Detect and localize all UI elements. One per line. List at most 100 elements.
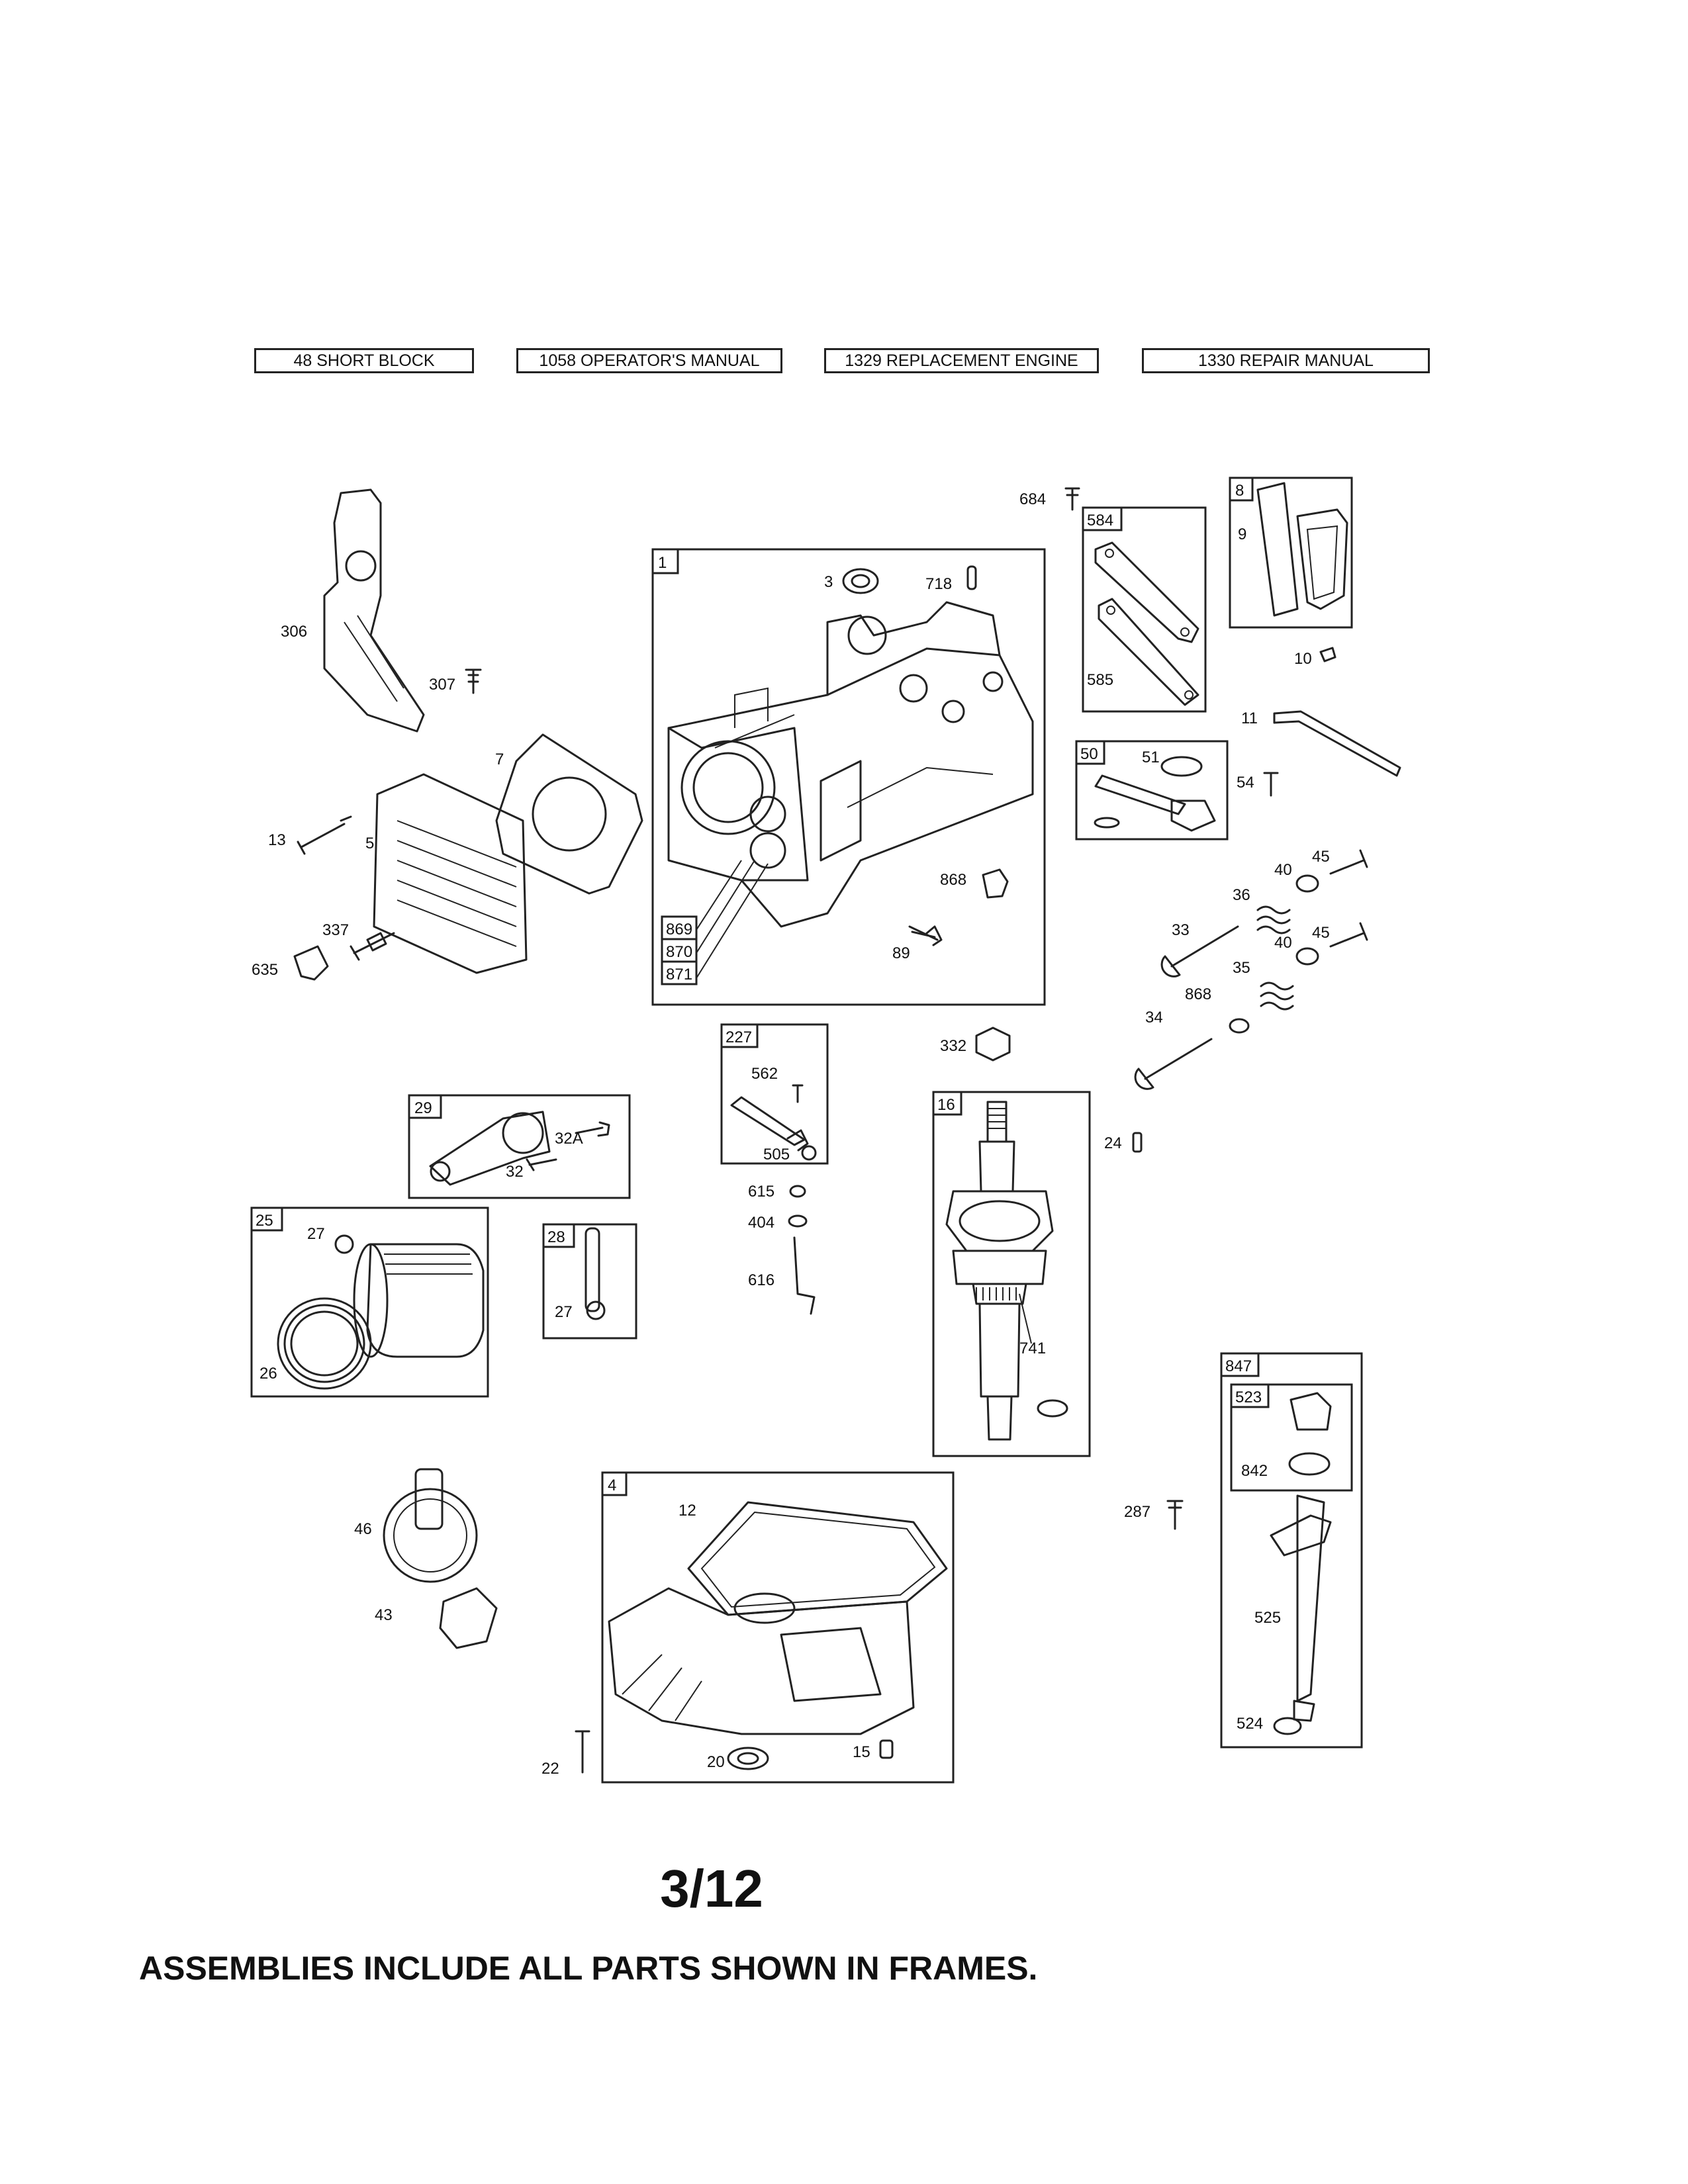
oil-seal-3 (842, 568, 879, 594)
label-54: 54 (1237, 774, 1254, 792)
governor-lever (730, 1096, 806, 1146)
label-35: 35 (1233, 959, 1250, 977)
screw-10 (1319, 647, 1336, 662)
breather-tube-11 (1273, 710, 1401, 777)
governor-43 (439, 1587, 498, 1649)
frame-29-connecting-rod: 29 (408, 1094, 631, 1199)
breather-gasket-9 (1256, 482, 1299, 617)
head-bolt-13 (297, 815, 352, 855)
label-3: 3 (824, 573, 833, 591)
label-45b: 45 (1312, 924, 1330, 942)
label-11: 11 (1241, 709, 1258, 727)
label-615: 615 (748, 1183, 774, 1201)
label-10: 10 (1294, 650, 1312, 668)
valve-seal-868 (1229, 1018, 1250, 1034)
frame-1-cylinder-assembly: 1 869 870 (651, 548, 1046, 1006)
gasket-585 (1098, 598, 1199, 706)
frame-tag-29: 29 (414, 1099, 432, 1117)
washer-16 (1037, 1399, 1068, 1418)
governor-shaft-616 (793, 1236, 816, 1315)
frame-tag-1: 1 (658, 554, 667, 572)
breather-tube (1094, 774, 1186, 815)
label-505: 505 (763, 1146, 790, 1163)
short-block-button[interactable]: 48 SHORT BLOCK (254, 348, 474, 373)
label-404: 404 (748, 1214, 774, 1232)
frame-tag-871: 871 (666, 966, 692, 983)
label-842: 842 (1241, 1462, 1268, 1480)
label-307: 307 (429, 676, 455, 694)
cylinder-block-drawing (667, 601, 1034, 928)
breather-cover (1296, 508, 1348, 610)
camshaft-46 (383, 1468, 478, 1583)
frame-tag-4: 4 (608, 1477, 616, 1494)
valve-keeper-45b (1329, 922, 1368, 948)
label-46: 46 (354, 1520, 372, 1538)
label-27a: 27 (307, 1225, 325, 1243)
label-51: 51 (1142, 749, 1160, 766)
screw-54 (1263, 772, 1279, 797)
label-27b: 27 (555, 1303, 573, 1321)
label-32: 32 (506, 1163, 524, 1181)
frame-28-piston-pin: 28 (542, 1223, 637, 1340)
label-24: 24 (1104, 1134, 1122, 1152)
retaining-ring-27 (334, 1234, 354, 1254)
label-34: 34 (1145, 1009, 1163, 1026)
frame-25-piston-assembly: 25 (250, 1206, 489, 1398)
frame-tag-869: 869 (666, 921, 692, 938)
frame-tag-28: 28 (547, 1228, 565, 1246)
cylinder-head-5 (373, 773, 528, 974)
retainer-40a (1295, 874, 1319, 893)
valve-spring-36 (1256, 905, 1291, 934)
label-89: 89 (892, 944, 910, 962)
bolt-32a (575, 1121, 610, 1137)
label-525: 525 (1254, 1609, 1281, 1627)
dowel-pin-718 (966, 565, 977, 590)
frame-tag-8: 8 (1235, 482, 1244, 500)
screw-307 (465, 668, 482, 694)
pin-89 (908, 925, 943, 946)
label-36: 36 (1233, 886, 1250, 904)
dipstick-cap (1289, 1392, 1332, 1431)
gasket-51 (1160, 756, 1203, 777)
label-32a: 32A (555, 1130, 583, 1148)
label-332: 332 (940, 1037, 966, 1055)
sump-drawing (608, 1501, 948, 1735)
bolt-32 (526, 1158, 557, 1171)
screw-562 (792, 1084, 804, 1103)
frame-584-gasket-set: 584 (1082, 506, 1207, 713)
page-number: 3/12 (660, 1859, 763, 1918)
label-524: 524 (1237, 1715, 1263, 1733)
repair-manual-button[interactable]: 1330 REPAIR MANUAL (1142, 348, 1430, 373)
replacement-engine-button[interactable]: 1329 REPLACEMENT ENGINE (824, 348, 1099, 373)
frame-8-breather-assembly: 8 (1229, 477, 1353, 629)
label-26: 26 (259, 1365, 277, 1383)
frame-tag-16: 16 (937, 1096, 955, 1114)
intake-valve-33 (1160, 925, 1239, 978)
piston-rings-26 (277, 1297, 372, 1390)
part-number-labels: 684 9 3 718 585 10 306 307 11 51 54 7 13… (252, 490, 1330, 1778)
cylinder-shroud-306 (323, 488, 425, 733)
frame-tag-870: 870 (666, 943, 692, 961)
label-585: 585 (1087, 671, 1113, 689)
retaining-ring-27b (586, 1300, 606, 1320)
spark-plug-boot-635 (293, 945, 329, 981)
screw-684 (1064, 487, 1080, 511)
washer-404 (788, 1214, 808, 1228)
label-868b: 868 (1185, 985, 1211, 1003)
frame-4-crankcase-cover: 4 (601, 1471, 955, 1784)
connecting-rod (429, 1111, 551, 1186)
o-ring-524 (1273, 1717, 1302, 1735)
label-20: 20 (707, 1753, 725, 1771)
retainer-40b (1295, 947, 1319, 966)
frame-16-crankshaft: 16 (932, 1091, 1091, 1457)
frame-tag-523: 523 (1235, 1388, 1262, 1406)
operators-manual-button[interactable]: 1058 OPERATOR'S MANUAL (516, 348, 782, 373)
label-5: 5 (365, 835, 374, 852)
key-24 (1132, 1132, 1143, 1153)
label-616: 616 (748, 1271, 774, 1289)
loose-parts (293, 487, 1401, 1774)
gasket-584 (1094, 541, 1199, 643)
spark-plug-337 (350, 932, 395, 961)
piston (366, 1243, 485, 1358)
label-12: 12 (679, 1502, 696, 1520)
